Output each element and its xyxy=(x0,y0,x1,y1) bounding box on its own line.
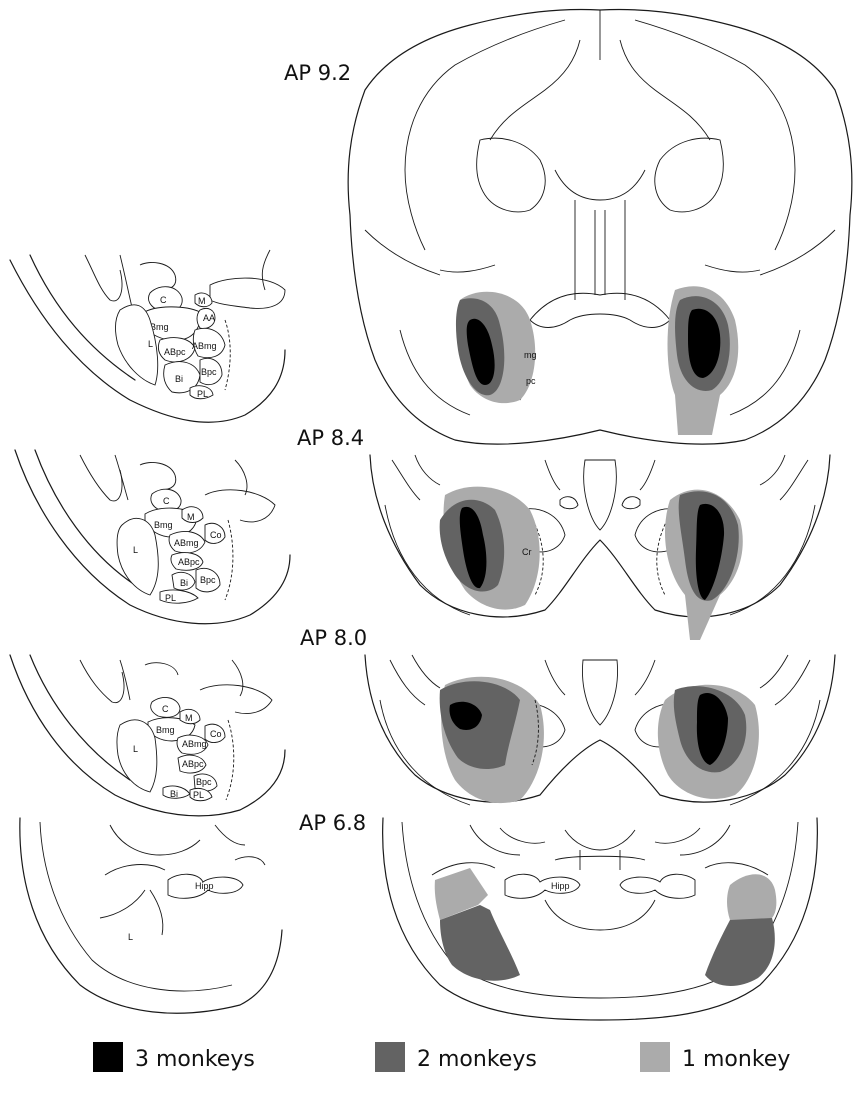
section-ap-8-4-inset: C Bmg M L ABmg Co ABpc Bi Bpc PL xyxy=(15,450,290,624)
nucleus-label-hipp: Hipp xyxy=(551,881,570,891)
nucleus-label-abpc: ABpc xyxy=(164,347,186,357)
nucleus-label-abpc: ABpc xyxy=(178,557,200,567)
section-label-ap-6-8: AP 6.8 xyxy=(299,811,366,835)
nucleus-label-abmg: ABmg xyxy=(174,538,199,548)
nucleus-label-bi: Bi xyxy=(175,374,183,384)
nucleus-label-aa: AA xyxy=(203,313,215,323)
section-ap-9-2-coronal: mg pc xyxy=(348,10,852,445)
section-ap-8-0-coronal xyxy=(365,655,835,805)
nucleus-label-abpc: ABpc xyxy=(182,759,204,769)
lesion-2-monkeys xyxy=(705,918,775,986)
section-ap-9-2-inset: C Bmg AA M L ABpc ABmg Bi Bpc PL xyxy=(10,250,285,422)
nucleus-label-abmg: ABmg xyxy=(182,739,207,749)
legend-swatch-1-monkey xyxy=(640,1042,670,1072)
nucleus-label-m: M xyxy=(187,512,195,522)
section-ap-8-0-inset: C Bmg M L ABmg Co ABpc Bpc Bi PL xyxy=(10,655,285,816)
nucleus-label-mg: mg xyxy=(524,350,537,360)
legend-swatch-2-monkeys xyxy=(375,1042,405,1072)
nucleus-label-bi: Bi xyxy=(180,578,188,588)
nucleus-label-co: Co xyxy=(210,530,222,540)
lesion-2-monkeys xyxy=(440,905,520,981)
nucleus-label-pc: pc xyxy=(526,376,536,386)
nucleus-label-cr: Cr xyxy=(522,547,532,557)
nucleus-label-bpc: Bpc xyxy=(200,575,216,585)
nucleus-label-l: L xyxy=(133,744,138,754)
legend-label-3-monkeys: 3 monkeys xyxy=(135,1047,255,1072)
legend: 3 monkeys 2 monkeys 1 monkey xyxy=(93,1042,790,1072)
nucleus-label-bpc: Bpc xyxy=(201,367,217,377)
section-label-ap-8-0: AP 8.0 xyxy=(300,626,367,650)
legend-label-1-monkey: 1 monkey xyxy=(682,1047,790,1072)
nucleus-label-hipp: Hipp xyxy=(195,881,214,891)
nucleus-label-m: M xyxy=(185,713,193,723)
nucleus-label-m: M xyxy=(198,296,206,306)
section-label-ap-8-4: AP 8.4 xyxy=(297,426,364,450)
legend-swatch-3-monkeys xyxy=(93,1042,123,1072)
nucleus-label-c: C xyxy=(162,704,169,714)
nucleus-label-bi: Bi xyxy=(170,789,178,799)
section-ap-8-4-coronal: Cr xyxy=(370,455,830,640)
nucleus-label-abmg: ABmg xyxy=(192,341,217,351)
nucleus-label-c: C xyxy=(163,496,170,506)
section-ap-6-8-inset: Hipp L xyxy=(20,818,282,1013)
nucleus-label-l: L xyxy=(128,932,133,942)
section-label-ap-9-2: AP 9.2 xyxy=(284,61,351,85)
nucleus-label-bpc: Bpc xyxy=(196,777,212,787)
legend-label-2-monkeys: 2 monkeys xyxy=(417,1047,537,1072)
nucleus-label-pl: PL xyxy=(165,593,176,603)
nucleus-label-co: Co xyxy=(210,729,222,739)
nucleus-label-bmg: Bmg xyxy=(154,520,173,530)
nucleus-label-l: L xyxy=(148,339,153,349)
nucleus-label-pl: PL xyxy=(193,790,204,800)
nucleus-label-c: C xyxy=(160,295,167,305)
lesion-1-monkey xyxy=(727,874,776,920)
section-ap-6-8-coronal: Hipp xyxy=(383,818,818,1020)
nucleus-label-pl: PL xyxy=(197,389,208,399)
nucleus-label-l: L xyxy=(133,545,138,555)
nucleus-label-bmg: Bmg xyxy=(156,725,175,735)
